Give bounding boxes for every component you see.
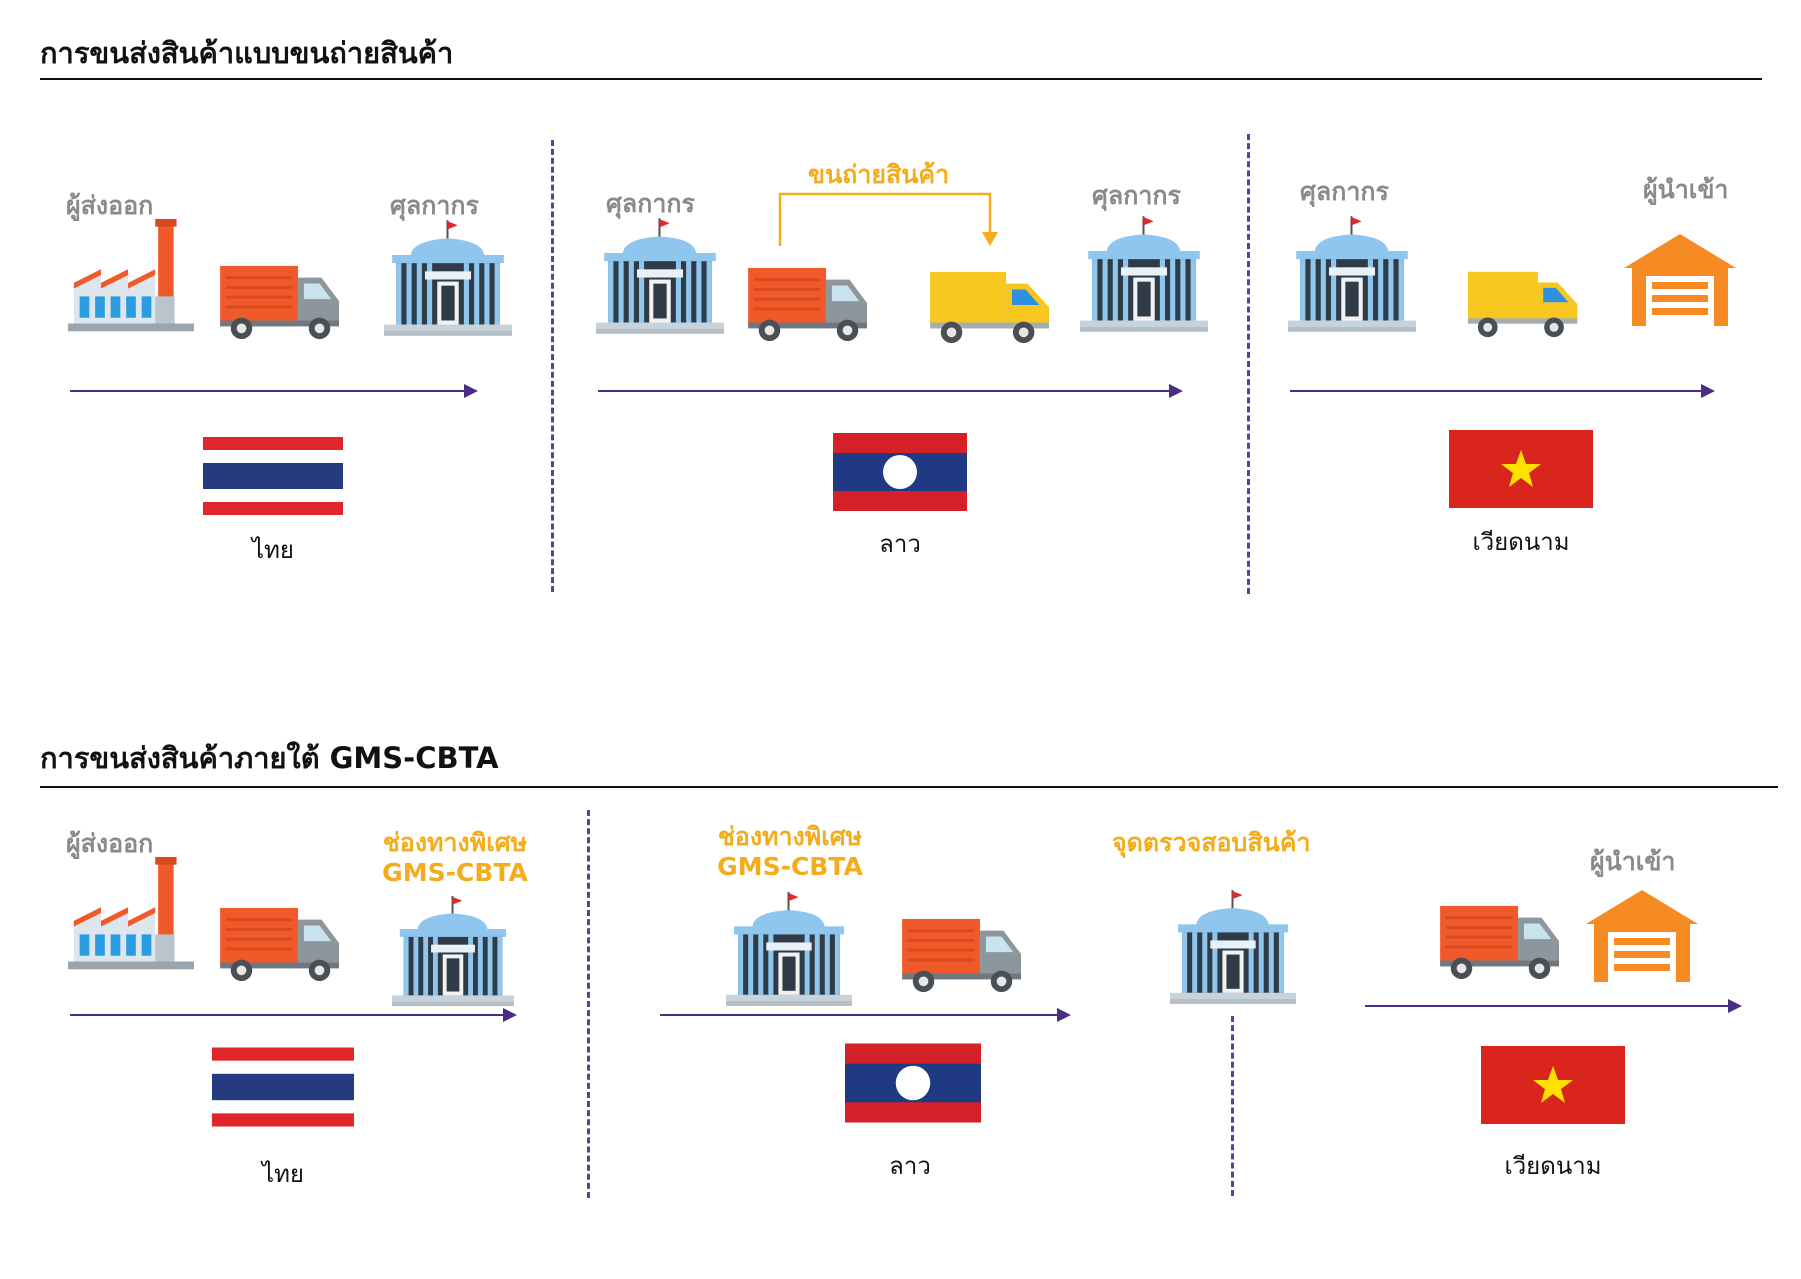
customs-label-laos-exit: ศุลกากร xyxy=(1092,181,1181,210)
gms-cbta-text: GMS-CBTA xyxy=(382,858,528,887)
gms-cbta-text: GMS-CBTA xyxy=(717,852,863,881)
flow-arrow xyxy=(660,1008,1071,1022)
warehouse-icon xyxy=(1586,888,1698,983)
special-lane-text: ช่องทางพิเศษ xyxy=(717,822,863,851)
vietnam-flag-icon xyxy=(1449,430,1593,508)
section-divider-line xyxy=(40,78,1762,80)
special-lane-label-laos: ช่องทางพิเศษ GMS-CBTA xyxy=(690,822,890,882)
flow-arrow xyxy=(598,384,1183,398)
yellow-truck-icon xyxy=(930,268,1052,346)
border-divider-la-vn xyxy=(1247,134,1250,594)
thailand-flag-icon xyxy=(202,437,344,515)
orange-truck-icon xyxy=(1440,904,1562,982)
customs-building-icon xyxy=(596,214,724,340)
customs-building-icon xyxy=(1288,212,1416,338)
orange-truck-icon xyxy=(748,266,870,344)
transshipment-label: ขนถ่ายสินค้า xyxy=(808,160,950,189)
customs-label-vietnam: ศุลกากร xyxy=(1300,177,1389,206)
special-lane-label-thailand: ช่องทางพิเศษ GMS-CBTA xyxy=(355,828,555,888)
customs-building-icon xyxy=(392,892,514,1012)
flow-arrow xyxy=(70,384,478,398)
customs-building-icon xyxy=(384,216,512,342)
country-label-vietnam: เวียดนาม xyxy=(1504,1152,1602,1180)
customs-label-thailand: ศุลกากร xyxy=(390,191,479,220)
laos-flag-icon xyxy=(845,1043,981,1123)
country-label-vietnam: เวียดนาม xyxy=(1472,528,1570,556)
thailand-flag-icon xyxy=(212,1047,354,1127)
orange-truck-icon xyxy=(220,264,342,342)
inspection-point-label: จุดตรวจสอบสินค้า xyxy=(1112,828,1311,857)
transshipment-bracket-arrow xyxy=(778,192,998,246)
flow-arrow xyxy=(1365,999,1742,1013)
factory-icon xyxy=(68,218,194,336)
orange-truck-icon xyxy=(902,917,1024,995)
border-divider-th-la xyxy=(551,140,554,592)
vietnam-flag-icon xyxy=(1481,1045,1625,1125)
border-divider-la-vn xyxy=(1231,1016,1234,1196)
exporter-label: ผู้ส่งออก xyxy=(66,191,154,220)
section-title-gms-cbta: การขนส่งสินค้าภายใต้ GMS-CBTA xyxy=(40,741,499,775)
orange-truck-icon xyxy=(220,906,342,984)
importer-label: ผู้นำเข้า xyxy=(1590,847,1676,876)
exporter-label: ผู้ส่งออก xyxy=(66,829,154,858)
laos-flag-icon xyxy=(833,433,967,511)
yellow-truck-icon xyxy=(1468,268,1580,340)
section-divider-line xyxy=(40,786,1778,788)
country-label-thailand: ไทย xyxy=(262,1160,304,1188)
flow-arrow xyxy=(1290,384,1715,398)
customs-building-icon xyxy=(726,888,852,1012)
section-title-transshipment: การขนส่งสินค้าแบบขนถ่ายสินค้า xyxy=(40,36,454,70)
customs-label-laos-entry: ศุลกากร xyxy=(606,189,695,218)
importer-label: ผู้นำเข้า xyxy=(1643,175,1729,204)
special-lane-text: ช่องทางพิเศษ xyxy=(382,828,528,857)
country-label-laos: ลาว xyxy=(889,1152,931,1180)
country-label-laos: ลาว xyxy=(879,530,921,558)
flow-arrow xyxy=(70,1008,517,1022)
customs-building-icon xyxy=(1080,212,1208,338)
country-label-thailand: ไทย xyxy=(252,536,294,564)
factory-icon xyxy=(68,856,194,974)
warehouse-icon xyxy=(1624,232,1736,327)
customs-building-icon xyxy=(1170,886,1296,1010)
border-divider-th-la xyxy=(587,810,590,1198)
